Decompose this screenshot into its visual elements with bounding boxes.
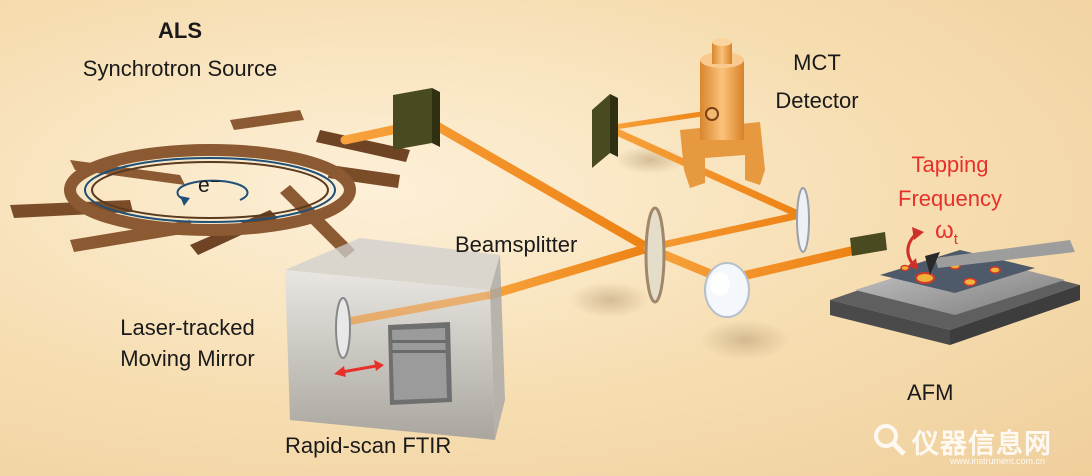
electron-label: e⁻ xyxy=(198,174,221,197)
ring-magnet xyxy=(316,130,410,162)
sample-dot xyxy=(900,264,910,272)
sample-dot xyxy=(915,272,935,284)
mct-label-line2: Detector xyxy=(775,88,859,113)
sample-dot xyxy=(963,277,977,287)
beam-segment xyxy=(605,109,718,131)
watermark-brand: 仪器信息网 xyxy=(912,429,1052,459)
omega-symbol: ω xyxy=(935,217,954,244)
mct-label-line1: MCT xyxy=(793,50,841,75)
ring-magnet xyxy=(328,165,400,188)
ftir-enclosure xyxy=(285,238,505,440)
arrowhead xyxy=(334,366,346,377)
ring-orbit xyxy=(84,157,336,223)
arrowhead xyxy=(180,196,190,206)
scan-arrow-icon xyxy=(341,364,377,374)
electron-arrow-icon xyxy=(176,179,249,201)
ring-magnet xyxy=(230,110,304,130)
detector-aperture-icon xyxy=(705,107,719,121)
omega-label: ωt xyxy=(935,218,958,253)
beam-segment xyxy=(485,243,653,300)
tapping-label-line2: Frequency xyxy=(898,186,1002,211)
beam-segment xyxy=(643,243,860,285)
beamsplitter-label: Beamsplitter xyxy=(455,232,578,257)
arrowhead xyxy=(374,360,384,371)
watermark-url: www.instrument.com.cn xyxy=(950,456,1046,466)
ring-outer xyxy=(64,144,356,236)
tapping-label-line1: Tapping xyxy=(911,152,989,177)
afm-label: AFM xyxy=(907,380,954,405)
laser-label-line1: Laser-tracked xyxy=(120,315,255,340)
ftir-label: Rapid-scan FTIR xyxy=(285,433,452,458)
sample-dot xyxy=(989,266,1001,274)
als-title: ALS xyxy=(158,18,202,43)
arrowhead xyxy=(908,258,918,270)
synchrotron-ring xyxy=(10,110,410,258)
omega-subscript: t xyxy=(953,230,958,248)
beamsplitter-optic xyxy=(644,206,666,304)
beam-inside-ftir xyxy=(344,291,491,326)
shadow xyxy=(700,320,790,360)
ring-inner xyxy=(91,161,329,219)
focusing-mirror xyxy=(704,262,750,318)
cantilever-tip xyxy=(925,252,940,275)
cantilever xyxy=(935,240,1075,268)
shadow xyxy=(570,282,650,318)
laser-label-line2: Moving Mirror xyxy=(120,346,255,371)
return-mirror xyxy=(796,187,810,253)
afm-mirror xyxy=(850,232,887,256)
magnifier-logo-icon xyxy=(874,424,906,456)
arrowhead xyxy=(912,227,924,240)
detector-mirror xyxy=(592,94,618,168)
moving-mirror xyxy=(335,297,351,359)
source-mirror xyxy=(393,88,440,150)
afm-stage xyxy=(830,227,1080,345)
als-subtitle: Synchrotron Source xyxy=(82,56,278,81)
mct-detector xyxy=(680,38,765,188)
